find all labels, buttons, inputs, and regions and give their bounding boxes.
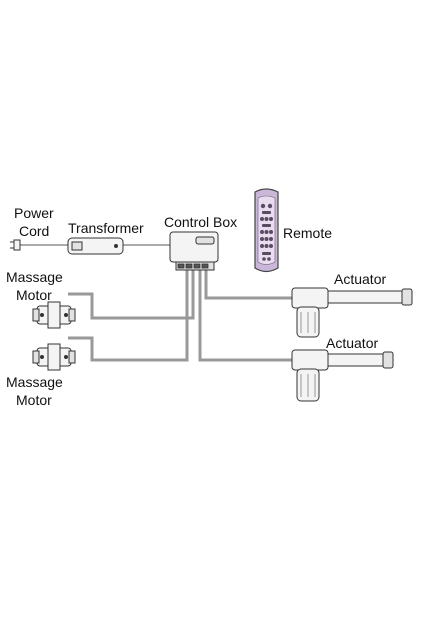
actuator-icon [291, 287, 413, 338]
transformer-label: Transformer [68, 220, 144, 236]
remote-icon [254, 188, 279, 273]
actuator-bottom-label: Actuator [326, 335, 378, 351]
power-cord-label-line2: Cord [19, 223, 49, 239]
power-cord-label-line1: Power [14, 205, 54, 221]
remote-label: Remote [283, 225, 332, 241]
wires [20, 244, 292, 362]
massage-motor-bottom-label-line1: Massage [6, 374, 63, 390]
actuator-icon [291, 349, 394, 402]
massage-motor-icon [32, 301, 76, 329]
actuator-top-label: Actuator [334, 271, 386, 287]
massage-motor-top-label-line2: Motor [16, 287, 52, 303]
massage-motor-icon [32, 343, 76, 371]
massage-motor-top-label-line1: Massage [6, 269, 63, 285]
massage-motor-bottom-label-line2: Motor [16, 392, 52, 408]
plug-icon [10, 239, 21, 251]
transformer-icon [67, 237, 124, 255]
control-box-icon [169, 231, 219, 271]
control-box-label: Control Box [164, 214, 237, 230]
